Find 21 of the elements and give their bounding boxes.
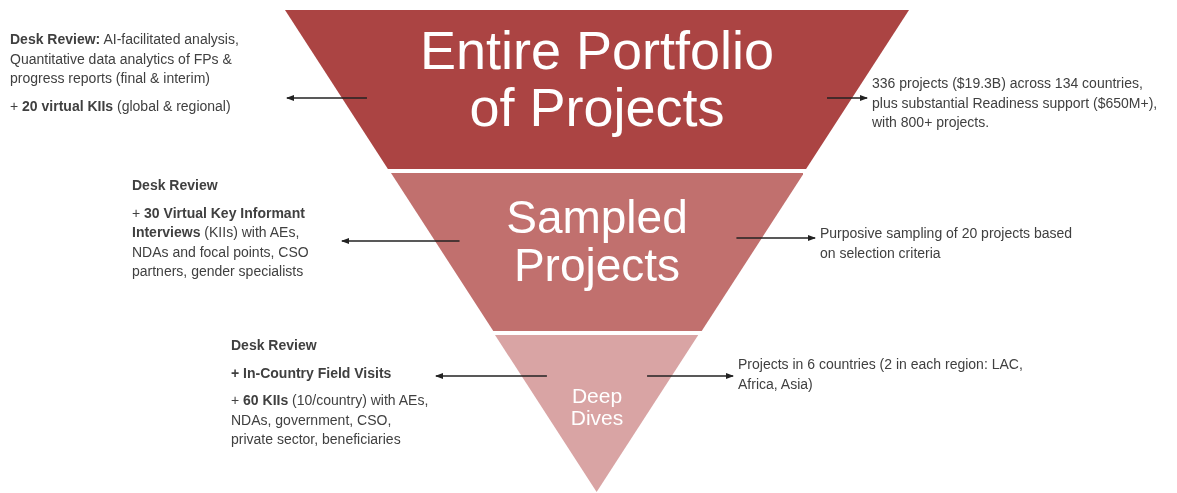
arrow	[735, 235, 816, 241]
method-note: + 30 Virtual Key Informant Interviews (KIIs) with AEs, NDAs and focal points, CSO partners, gender specialists	[132, 203, 310, 282]
arrow	[286, 95, 368, 101]
arrow	[435, 373, 548, 379]
scope-note: 336 projects ($19.3B) across 134 countries, plus substantial Readiness support ($650M+), with 800+ projects.	[872, 74, 1159, 133]
arrow	[646, 373, 734, 379]
arrow	[341, 238, 461, 244]
method-note: Desk Review: AI-facilitated analysis, Quantitative data analytics of FPs & progress reports (final & interim)	[10, 30, 240, 89]
method-note: Desk Review	[231, 336, 318, 355]
band-title: Entire Portfolio of Projects	[418, 22, 776, 136]
method-note: + 20 virtual KIIs (global & regional)	[10, 96, 232, 116]
band-title: Deep Dives	[569, 385, 625, 430]
funnel-middle-band	[390, 173, 804, 331]
method-note: + In-Country Field Visits	[231, 363, 393, 383]
scope-note: Purposive sampling of 20 projects based on selection criteria	[820, 224, 1074, 263]
arrow	[826, 95, 868, 101]
funnel-bottom-band	[495, 335, 699, 492]
method-note: + 60 KIIs (10/country) with AEs, NDAs, government, CSO, private sector, beneficiaries	[231, 391, 430, 450]
scope-note: Projects in 6 countries (2 in each region: LAC, Africa, Asia)	[738, 355, 1024, 394]
method-note: Desk Review	[132, 176, 219, 195]
band-title: Sampled Projects	[505, 193, 689, 290]
